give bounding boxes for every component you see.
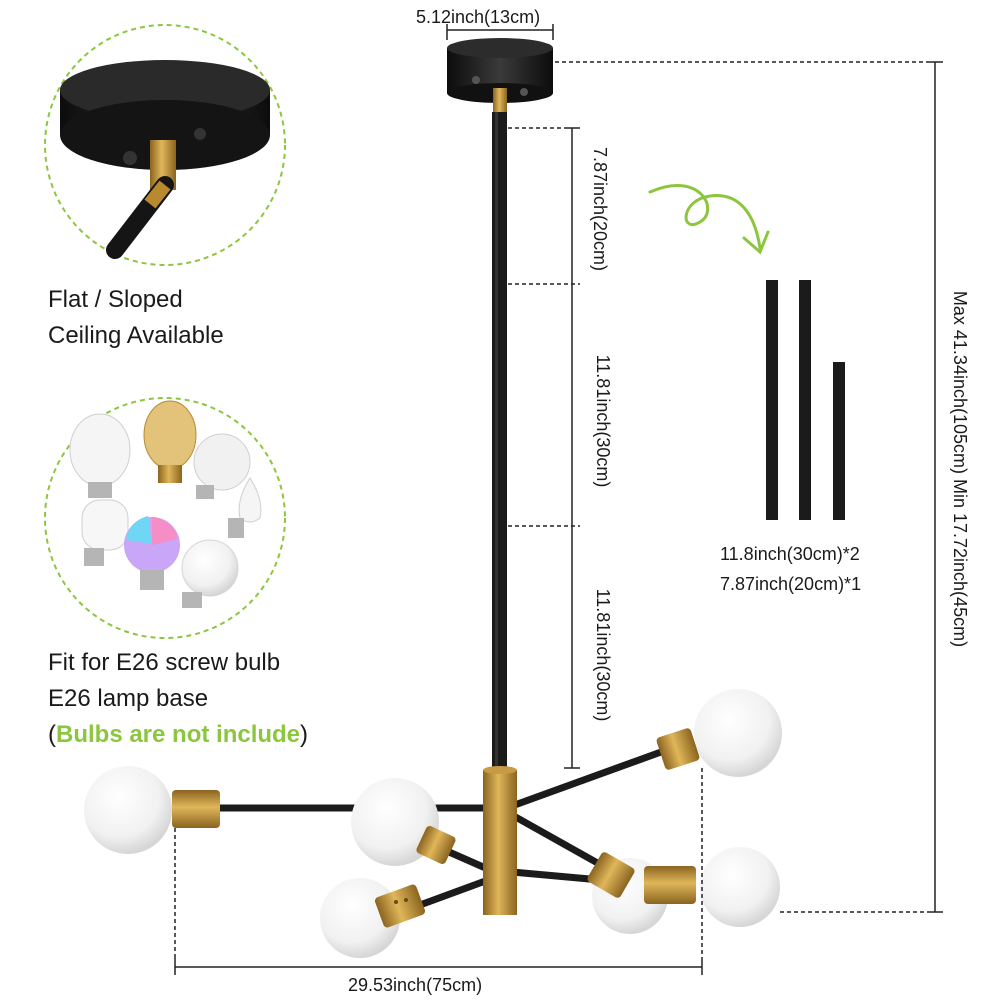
overall-height-label: Max 41.34inch(105cm) Min 17.72inch(45cm) — [950, 290, 970, 648]
green-arrow-icon — [648, 184, 770, 255]
ceiling-feature-line-1: Flat / Sloped — [48, 286, 183, 313]
chandelier-arms — [215, 744, 674, 909]
bulb-feature-text: Fit for E26 screw bulb E26 lamp base (Bu… — [48, 645, 308, 753]
canopy-width-label: 5.12inch(13cm) — [416, 7, 541, 27]
rod-bottom-length-label: 11.81inch(30cm) — [593, 588, 613, 722]
extension-rods — [766, 280, 845, 520]
bulb-top-right — [656, 689, 782, 777]
sloped-ceiling-detail — [44, 24, 286, 266]
rod-middle-length-label: 11.81inch(30cm) — [593, 354, 613, 488]
bulb-feature-line-1: Fit for E26 screw bulb — [48, 649, 281, 676]
ceiling-feature-text: Flat / Sloped Ceiling Available — [48, 282, 224, 354]
bulb-feature-line-2: E26 lamp base — [48, 685, 209, 712]
bulbs-not-included-note: Bulbs are not include — [56, 721, 301, 748]
bulb-right — [644, 847, 780, 927]
ceiling-canopy — [447, 38, 553, 114]
bulb-bottom-left — [320, 878, 426, 958]
bulb-center-left — [351, 778, 456, 866]
ceiling-feature-line-2: Ceiling Available — [48, 322, 224, 349]
down-rod — [492, 112, 507, 780]
rod-count-long-label: 11.8inch(30cm)*2 — [720, 544, 860, 564]
compatible-bulbs-detail — [44, 397, 286, 639]
overall-width-label: 29.53inch(75cm) — [348, 975, 483, 995]
center-brass-body — [483, 770, 517, 915]
bulb-left — [84, 766, 220, 854]
bulb-feature-note: (Bulbs are not include) — [48, 721, 309, 748]
rod-top-length-label: 7.87inch(20cm) — [590, 146, 610, 272]
rod-count-short-label: 7.87inch(20cm)*1 — [720, 574, 862, 594]
dimension-lines — [174, 24, 943, 975]
